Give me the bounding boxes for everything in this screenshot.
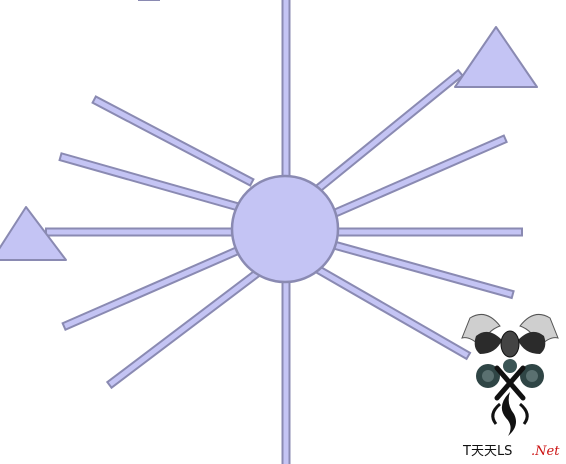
- ray-left: [45, 227, 237, 237]
- ray-lower-left-steep: [105, 264, 267, 390]
- ray-upper-right-shallow: [332, 134, 508, 218]
- watermark-suffix: .Net: [531, 444, 560, 459]
- watermark-logo: T天天LS .Net: [461, 313, 560, 459]
- ray-lower-left-shallow: [61, 245, 243, 331]
- ray-top: [281, 0, 291, 183]
- hub-circle: [230, 174, 340, 284]
- dragon-emblem-icon: [461, 313, 559, 436]
- watermark-text: T天天LS: [462, 444, 512, 459]
- rays: [45, 0, 523, 464]
- ray-right: [335, 227, 523, 237]
- arrowhead-left: [0, 206, 67, 261]
- ray-upper-left-steep: [91, 95, 255, 187]
- ray-bottom: [281, 277, 291, 464]
- arrowhead-upper-right: [454, 26, 538, 88]
- ray-upper-right-arrow: [313, 68, 465, 194]
